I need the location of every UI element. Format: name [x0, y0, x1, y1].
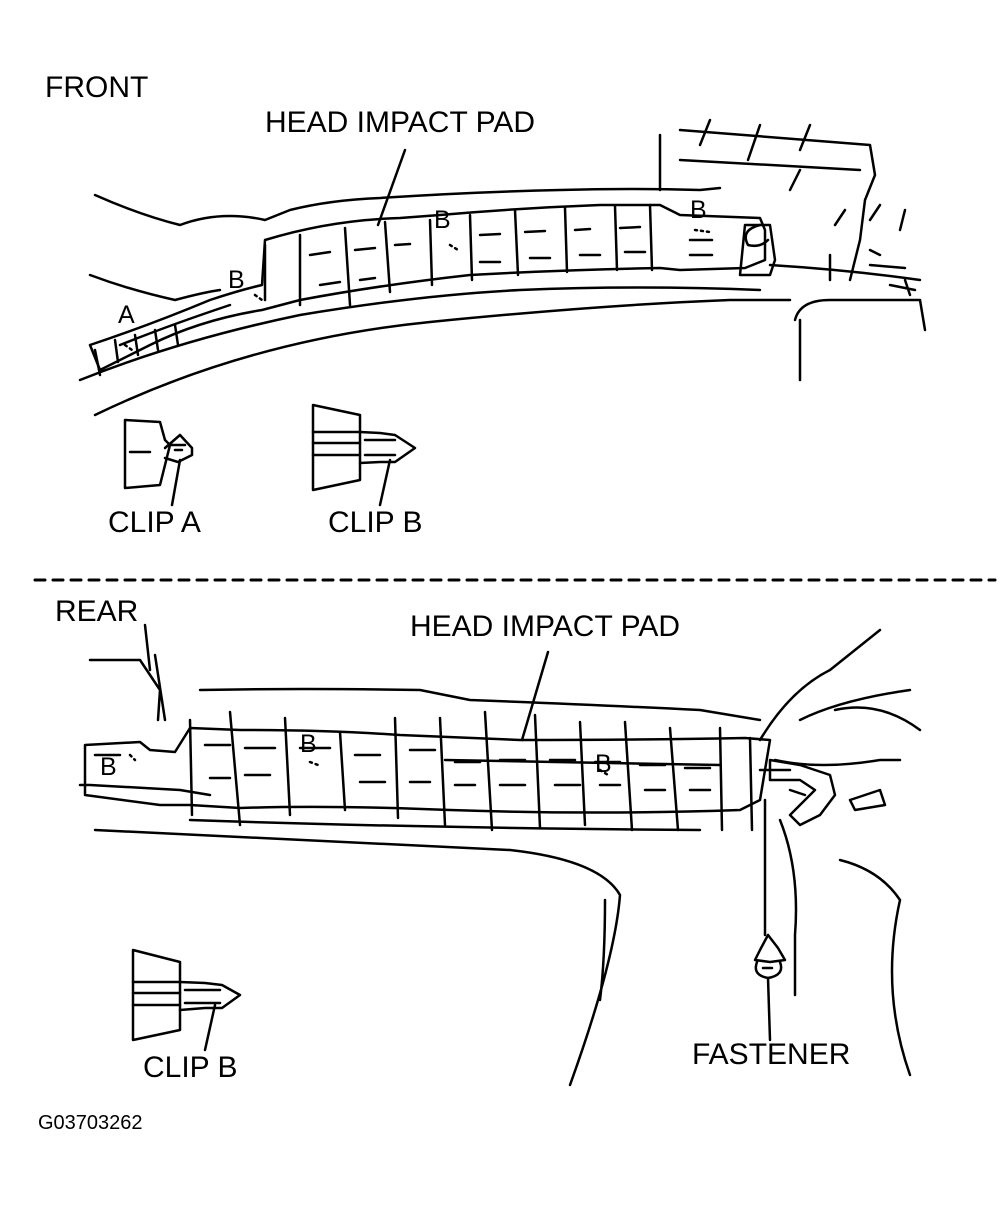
clip-a-leader — [170, 458, 182, 507]
rear-pad-body — [83, 726, 772, 814]
front-pad-end-ribs — [93, 323, 180, 377]
rear-section-label: REAR — [55, 595, 139, 628]
clip-a-label: CLIP A — [108, 506, 201, 539]
rear-clip-b-marker-2: B — [300, 730, 317, 758]
clip-b-front-label: CLIP B — [328, 506, 423, 539]
rear-clip-b-marker-1: B — [100, 753, 117, 781]
front-window-frame — [768, 263, 927, 382]
front-section-label: FRONT — [45, 71, 149, 104]
clip-b-front-leader — [378, 458, 392, 507]
clip-b-rear-label: CLIP B — [143, 1051, 238, 1084]
fastener-drawing — [753, 933, 787, 1042]
front-door-line — [738, 223, 777, 277]
front-body-outline-left — [88, 273, 222, 302]
front-headliner-edge — [78, 286, 762, 382]
rear-lower-curve — [93, 828, 622, 1087]
clip-b-rear-drawing — [131, 948, 242, 1052]
front-body-outline-upper — [93, 186, 722, 227]
clip-a-drawing — [123, 418, 194, 507]
front-pillar-right — [658, 128, 877, 282]
figure-code: G03703262 — [38, 1112, 143, 1134]
rear-pad-slot — [443, 758, 722, 767]
front-pillar-lines — [698, 118, 917, 297]
rear-right-lower — [778, 818, 912, 1077]
front-pad-inner — [118, 243, 267, 347]
front-lower-sweep — [93, 298, 792, 417]
front-clip-a-marker: A — [118, 301, 135, 329]
rear-section-drawing — [78, 623, 922, 1087]
rear-right-pillar — [758, 628, 922, 812]
rear-clip-dots — [128, 753, 610, 777]
front-head-impact-pad-label: HEAD IMPACT PAD — [265, 106, 536, 139]
front-hook — [744, 223, 770, 248]
front-clip-b-marker-2: B — [434, 206, 451, 234]
clip-b-front-drawing — [311, 403, 417, 507]
rear-head-impact-pad-label: HEAD IMPACT PAD — [410, 610, 681, 643]
rear-pad-leader — [520, 650, 550, 742]
front-pad-ribs — [298, 203, 654, 307]
rear-pillar-outline — [88, 623, 167, 722]
fastener-label-leader — [766, 976, 772, 1042]
clip-b-rear-leader — [203, 1003, 217, 1052]
front-clip-b-marker-3: B — [690, 196, 707, 224]
rear-body-outline-top — [198, 687, 762, 722]
front-clip-b-marker-1: B — [228, 266, 245, 294]
front-pad-body — [88, 203, 767, 372]
front-pad-leader — [376, 148, 407, 227]
rear-clip-b-marker-3: B — [595, 750, 612, 778]
front-section-drawing — [78, 118, 927, 417]
rear-pad-end-bracket — [768, 758, 837, 827]
front-pad-dashes — [308, 225, 714, 287]
fastener-label: FASTENER — [692, 1038, 851, 1071]
rear-pad-ribs — [188, 710, 754, 832]
